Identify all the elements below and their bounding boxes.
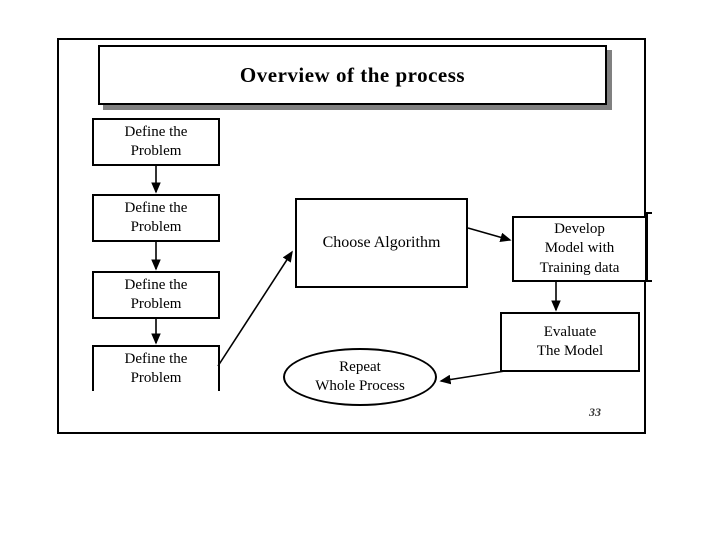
node-label: Choose Algorithm <box>322 233 441 251</box>
node-choose-algorithm[interactable]: Choose Algorithm <box>295 198 468 288</box>
node-label: Evaluate The Model <box>536 323 604 359</box>
node-define-problem-2[interactable]: Define the Problem <box>92 194 220 242</box>
node-label: Define the Problem <box>124 123 188 159</box>
node-repeat-whole-process[interactable]: Repeat Whole Process <box>283 348 437 406</box>
node-label: Define the Problem <box>124 350 188 386</box>
node-evaluate-model[interactable]: Evaluate The Model <box>500 312 640 372</box>
node-develop-model-overlap-edge <box>646 212 652 282</box>
node-develop-model[interactable]: Develop Model with Training data <box>512 216 647 282</box>
title-box: Overview of the process <box>98 45 607 105</box>
node-label: Develop Model with Training data <box>539 221 620 276</box>
node-label: Repeat Whole Process <box>315 359 405 394</box>
node-label: Define the Problem <box>124 276 188 312</box>
node-label: Define the Problem <box>124 199 188 235</box>
page-number: 33 <box>589 405 601 419</box>
page-title: Overview of the process <box>239 62 466 87</box>
node-define-problem-1[interactable]: Define the Problem <box>92 118 220 166</box>
node-define-problem-4[interactable]: Define the Problem <box>92 345 220 391</box>
node-define-problem-3[interactable]: Define the Problem <box>92 271 220 319</box>
